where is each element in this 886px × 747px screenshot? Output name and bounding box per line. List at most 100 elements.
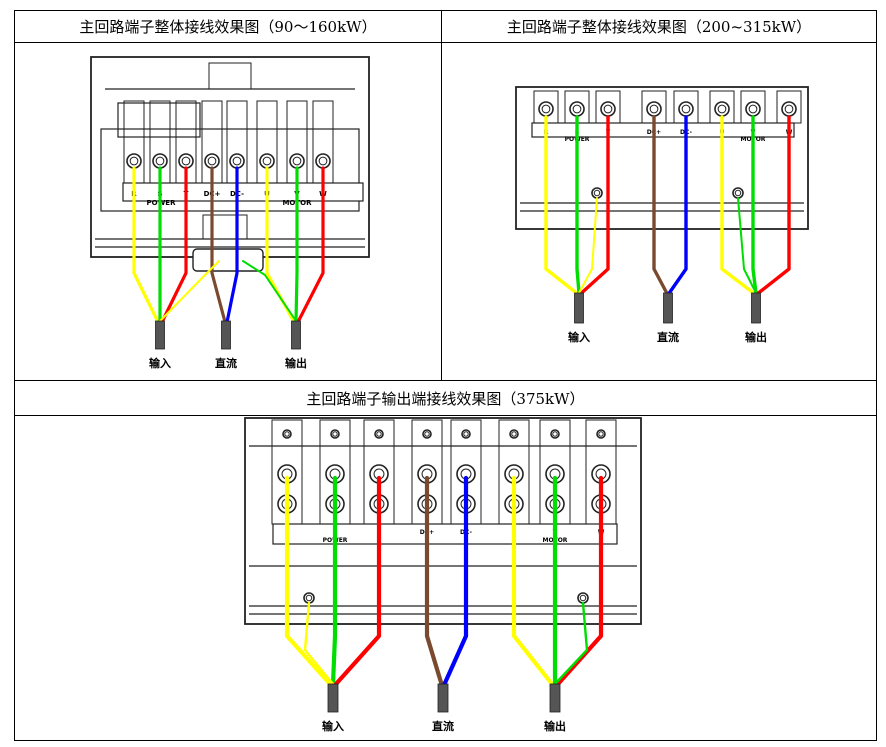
terminal-lug	[745, 101, 761, 117]
cable-output	[291, 320, 301, 350]
wire	[294, 166, 299, 323]
screw-head	[509, 429, 519, 439]
screw-head-inner	[376, 431, 382, 437]
caption-output: 输出	[544, 719, 566, 733]
ground-wire-input	[578, 197, 598, 294]
ground-stud-input	[591, 187, 603, 199]
enclosure-outline	[515, 86, 809, 230]
wire	[132, 166, 160, 323]
ground-wire-input	[159, 260, 220, 322]
terminal-lug-inner	[181, 156, 191, 166]
screw-head	[422, 429, 432, 439]
header-text-200-315kw: 主回路端子整体接线效果图（200~315kW）	[506, 18, 812, 36]
caption-output: 输出	[745, 330, 767, 344]
wire	[511, 475, 555, 687]
terminal-block	[100, 128, 360, 212]
ground-stud-input-inner	[593, 189, 601, 197]
terminal-lug-inner	[717, 104, 727, 114]
cable-input	[327, 683, 339, 713]
terminal-lug-inner	[748, 104, 758, 114]
caption-input: 输入	[149, 356, 171, 370]
cable-input	[155, 320, 165, 350]
terminal-lug	[152, 153, 168, 169]
wire	[579, 115, 610, 295]
terminal-lug	[315, 153, 331, 169]
screw-head	[550, 429, 560, 439]
terminal-label-strip	[272, 523, 618, 545]
header-cell-200-315kw: 主回路端子整体接线效果图（200~315kW）	[441, 10, 877, 43]
header-text-90-160kw: 主回路端子整体接线效果图（90～160kW）	[79, 18, 377, 36]
wire	[555, 475, 604, 687]
fuse-block	[117, 102, 201, 138]
ground-wire-output	[737, 197, 757, 294]
terminal-lug-inner	[129, 156, 139, 166]
enclosure-outline	[244, 417, 642, 625]
terminal-lug	[714, 101, 730, 117]
terminal-lug-inner	[572, 104, 582, 114]
wire	[442, 475, 469, 687]
ground-wire-output	[242, 260, 297, 322]
screw-head-inner	[552, 431, 558, 437]
ground-wire-input	[303, 601, 335, 686]
wire	[330, 475, 338, 687]
header-cell-375kw: 主回路端子输出端接线效果图（375kW）	[14, 380, 877, 416]
terminal-lug	[569, 101, 585, 117]
ground-stud-output-inner	[579, 594, 587, 602]
wire	[652, 115, 669, 295]
terminal-lug-inner	[292, 156, 302, 166]
terminal-lug	[178, 153, 194, 169]
ground-stud-output	[577, 592, 589, 604]
terminal-lug-inner	[649, 104, 659, 114]
caption-output: 输出	[285, 356, 307, 370]
terminal-lug	[259, 153, 275, 169]
wire	[667, 115, 688, 295]
terminal-lug	[600, 101, 616, 117]
wire	[160, 166, 188, 323]
terminal-lug-inner	[784, 104, 794, 114]
cable-output	[549, 683, 561, 713]
ground-stud-output-inner	[734, 189, 742, 197]
terminal-lug-inner	[262, 156, 272, 166]
wire	[544, 115, 579, 295]
screw-head-inner	[511, 431, 517, 437]
cable-dc	[437, 683, 449, 713]
terminal-lug	[678, 101, 694, 117]
screw-head-inner	[332, 431, 338, 437]
terminal-lug-inner	[207, 156, 217, 166]
wire	[210, 166, 227, 323]
header-cell-90-160kw: 主回路端子整体接线效果图（90～160kW）	[14, 10, 442, 43]
wire	[333, 475, 382, 687]
wire	[575, 115, 581, 295]
wire	[756, 115, 791, 295]
cable-dc	[663, 292, 673, 324]
terminal-lug-inner	[155, 156, 165, 166]
ground-wire-output	[553, 601, 589, 686]
terminal-lug	[126, 153, 142, 169]
screw-head	[282, 429, 292, 439]
terminal-lug	[204, 153, 220, 169]
terminal-lug	[289, 153, 305, 169]
terminal-lug-inner	[541, 104, 551, 114]
screw-head	[330, 429, 340, 439]
caption-dc: 直流	[432, 719, 454, 733]
caption-dc: 直流	[215, 356, 237, 370]
terminal-lug	[646, 101, 662, 117]
terminal-lug-inner	[232, 156, 242, 166]
screw-head-inner	[598, 431, 604, 437]
caption-input: 输入	[568, 330, 590, 344]
screw-head	[374, 429, 384, 439]
ground-stud-output	[732, 187, 744, 199]
terminal-lug	[229, 153, 245, 169]
cable-output	[751, 292, 761, 324]
screw-head	[596, 429, 606, 439]
cable-dc	[221, 320, 231, 350]
terminal-lug-inner	[681, 104, 691, 114]
terminal-lug	[781, 101, 797, 117]
header-text-375kw: 主回路端子输出端接线效果图（375kW）	[306, 389, 585, 408]
